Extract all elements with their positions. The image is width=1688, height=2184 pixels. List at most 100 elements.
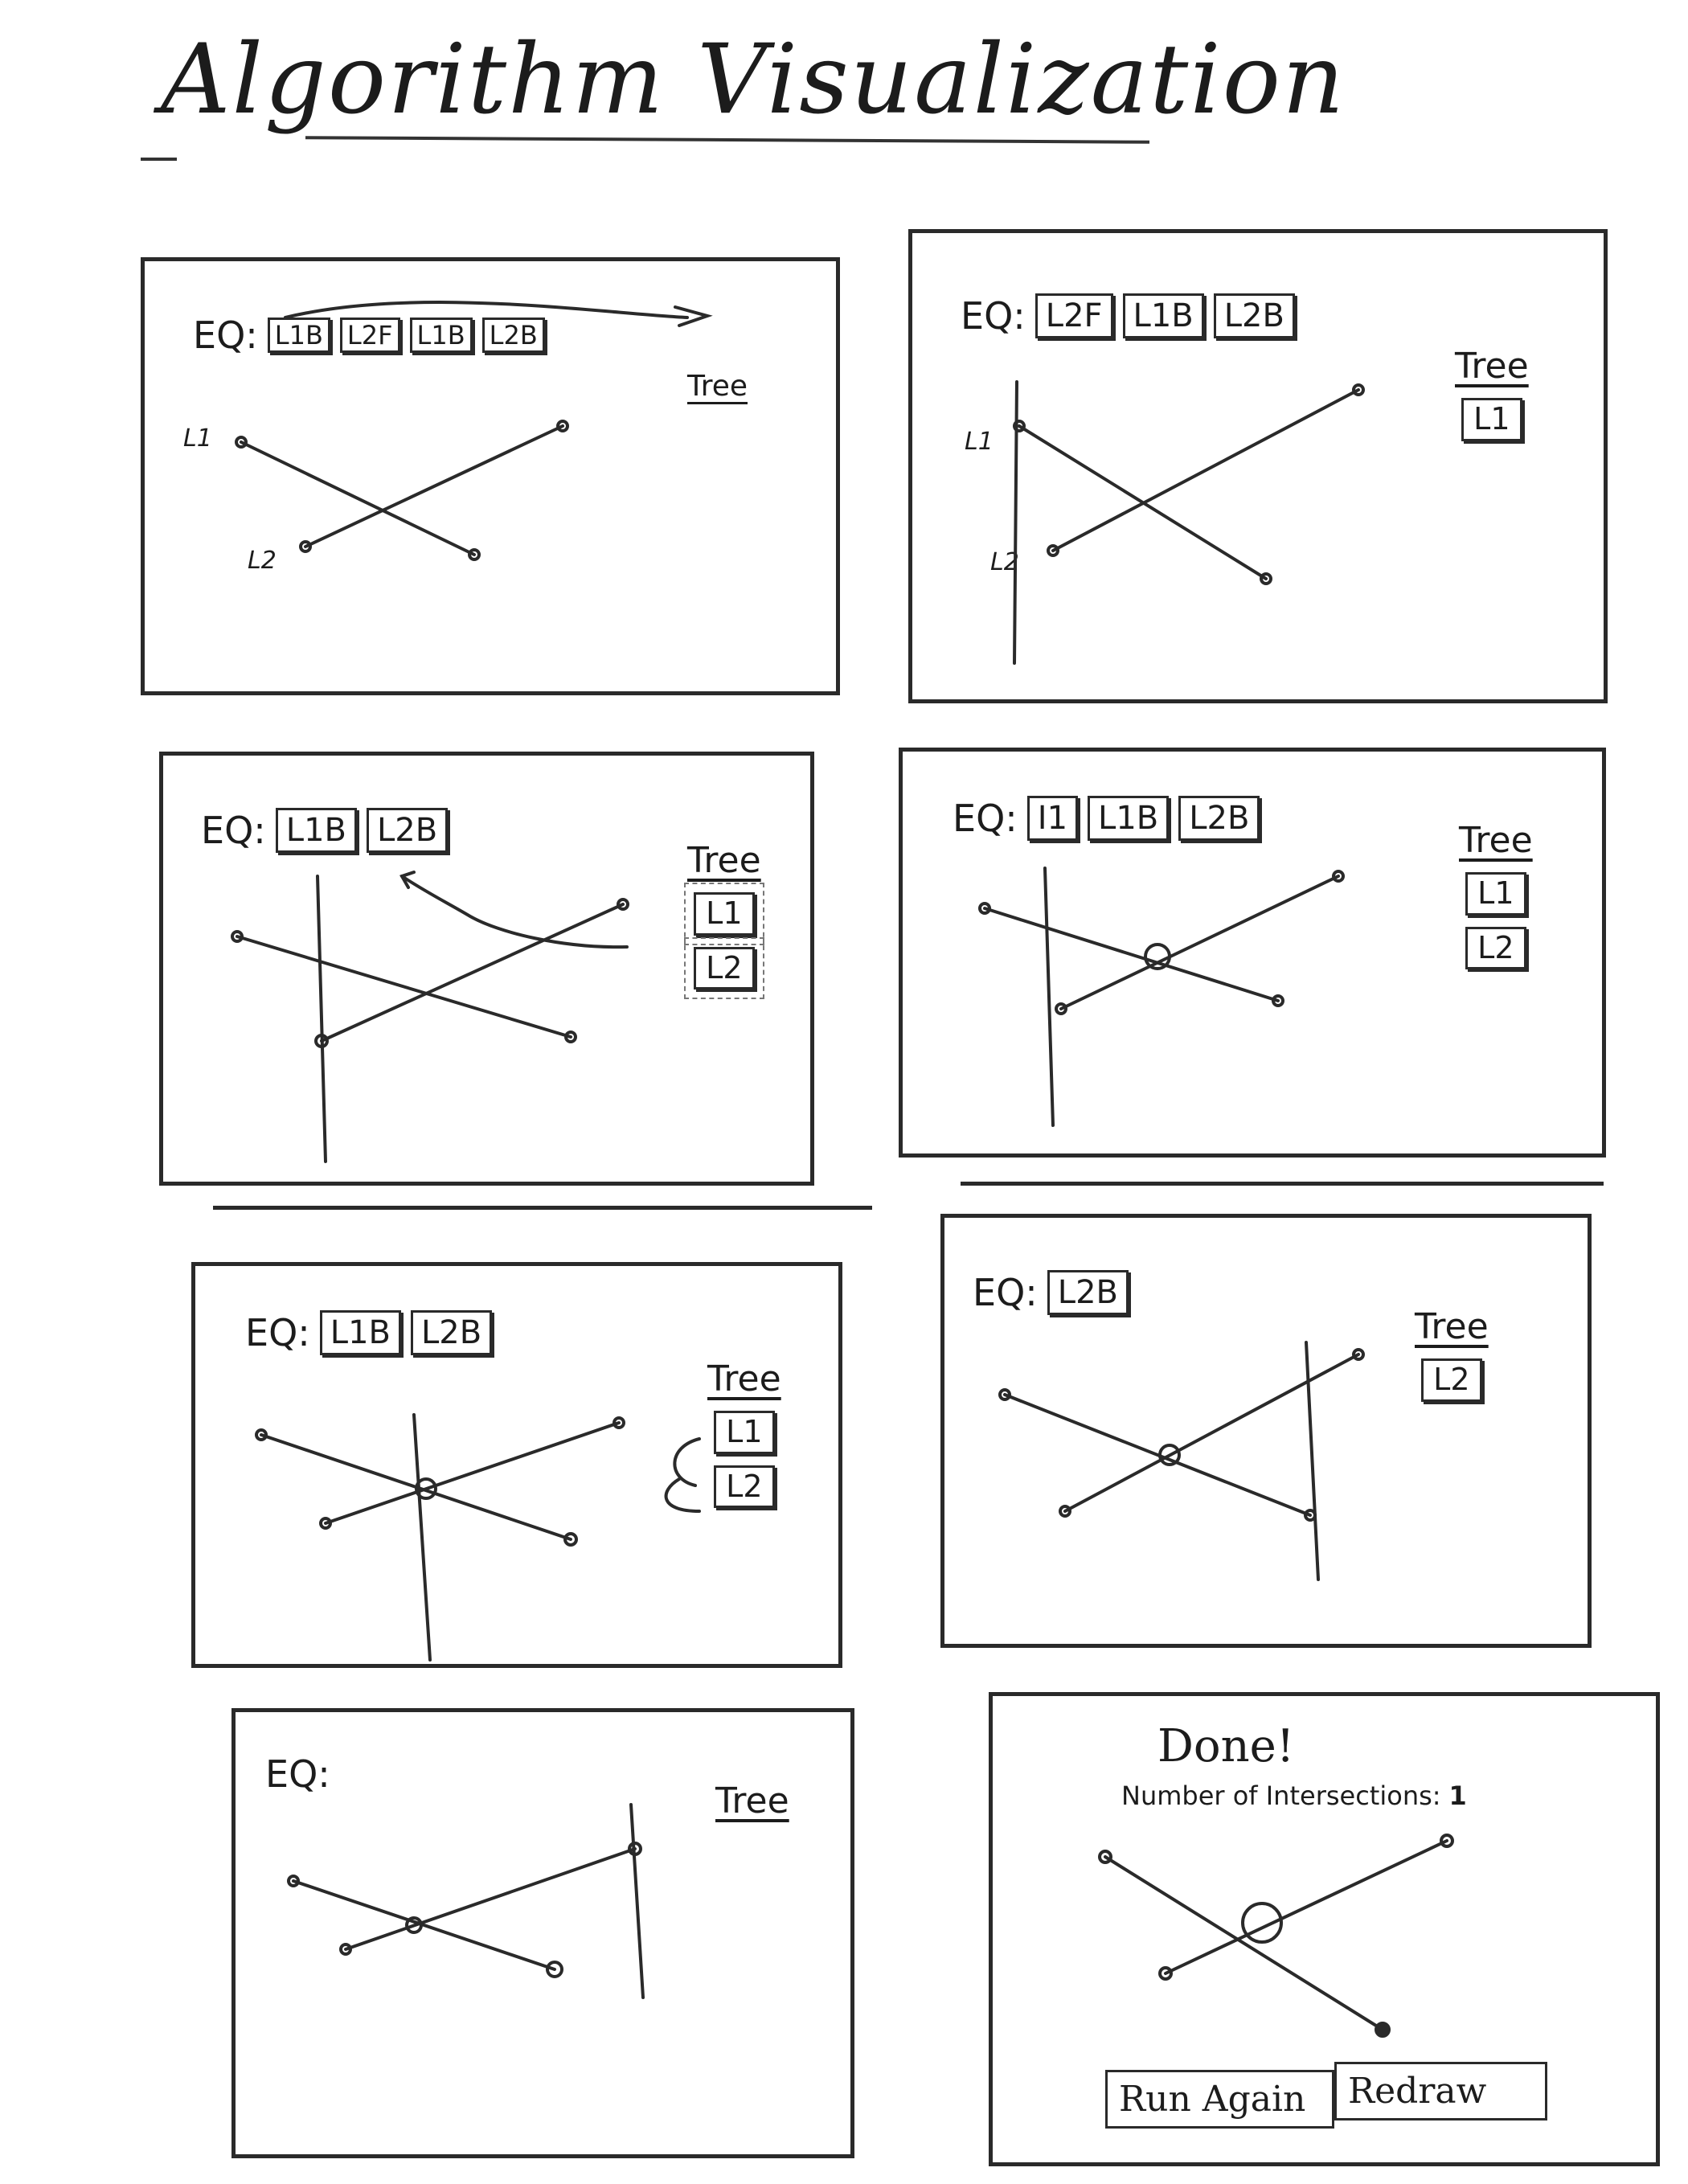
endpoint bbox=[1260, 572, 1272, 585]
eq-label: EQ: bbox=[201, 809, 266, 852]
segment-l1 bbox=[983, 907, 1280, 1002]
tree-label: Tree bbox=[715, 1780, 789, 1821]
endpoint bbox=[319, 1517, 332, 1530]
endpoint bbox=[1440, 1834, 1454, 1848]
queue-item: L2F bbox=[339, 317, 400, 354]
segment-l2 bbox=[320, 903, 625, 1043]
panel-2-frame bbox=[908, 229, 1608, 703]
endpoint bbox=[339, 1943, 352, 1956]
segment-l2 bbox=[1059, 875, 1340, 1010]
eq-label: EQ: bbox=[961, 294, 1026, 338]
panel-3-baseline bbox=[213, 1206, 872, 1210]
panel-3-event-queue: EQ: L1B L2B bbox=[201, 808, 449, 853]
queue-item: L1B bbox=[319, 1310, 401, 1355]
queue-arrow bbox=[284, 301, 689, 319]
intersection-count-label: Number of Intersections: bbox=[1121, 1780, 1441, 1811]
endpoint bbox=[255, 1428, 268, 1441]
segment-l2 bbox=[344, 1847, 637, 1951]
queue-item: L2B bbox=[410, 1310, 493, 1355]
queue-item: L1B bbox=[275, 808, 357, 853]
endpoint bbox=[1332, 870, 1345, 883]
intersection-marker bbox=[405, 1916, 423, 1934]
tree-node: L1 bbox=[1465, 872, 1526, 916]
endpoint bbox=[546, 1961, 563, 1978]
tree-label: Tree bbox=[1455, 346, 1529, 387]
intersection-marker bbox=[415, 1477, 437, 1500]
sweep-line bbox=[1043, 867, 1055, 1127]
tree-label: Tree bbox=[1415, 1306, 1489, 1347]
line-label-l2: L2 bbox=[248, 547, 277, 575]
endpoint bbox=[1013, 420, 1026, 432]
queue-arrow-head bbox=[674, 305, 713, 327]
queue-item: L2B bbox=[1178, 796, 1260, 841]
segment-l2 bbox=[1051, 388, 1360, 552]
queue-item: L2B bbox=[481, 317, 545, 354]
swap-arrow bbox=[664, 1477, 701, 1513]
queue-item: L1B bbox=[1122, 293, 1204, 338]
endpoint bbox=[299, 540, 312, 553]
tree-node: L2 bbox=[1465, 926, 1526, 970]
run-again-button[interactable]: Run Again bbox=[1105, 2070, 1334, 2129]
panel-3-frame bbox=[159, 752, 814, 1186]
panel-4-frame bbox=[899, 748, 1606, 1158]
page-title: Algorithm Visualization bbox=[161, 24, 1346, 136]
queue-item: L2F bbox=[1035, 293, 1113, 338]
tree-label: Tree bbox=[687, 370, 748, 403]
endpoint bbox=[1272, 994, 1284, 1007]
tree-label: Tree bbox=[707, 1358, 781, 1399]
eq-label: EQ: bbox=[193, 313, 258, 357]
eq-label: EQ: bbox=[245, 1311, 310, 1354]
line-label-l1: L1 bbox=[965, 428, 994, 456]
panel-8-frame bbox=[989, 1692, 1660, 2166]
panel-7-frame bbox=[231, 1708, 854, 2158]
tree-node: L2 bbox=[714, 1465, 775, 1509]
endpoint bbox=[613, 1416, 625, 1429]
endpoint bbox=[1304, 1509, 1317, 1522]
sweep-line bbox=[629, 1803, 645, 1999]
tree-node: L2 bbox=[684, 936, 764, 1000]
tree-node: L2 bbox=[1421, 1358, 1482, 1402]
segment-l1 bbox=[236, 935, 572, 1039]
endpoint bbox=[231, 930, 244, 943]
line-label-l1: L1 bbox=[183, 424, 212, 453]
tree-node: L1 bbox=[714, 1411, 775, 1454]
panel-2-tree: Tree L1 bbox=[1455, 346, 1529, 441]
panel-3-tree: Tree L1 L2 bbox=[684, 840, 764, 1000]
segment-l1 bbox=[292, 1879, 556, 1971]
panel-6-tree: Tree L2 bbox=[1415, 1306, 1489, 1402]
segment-l2 bbox=[1063, 1353, 1360, 1513]
endpoint bbox=[468, 548, 481, 561]
endpoint bbox=[1158, 1966, 1173, 1981]
segment-l2 bbox=[324, 1421, 621, 1525]
panel-6-event-queue: EQ: L2B bbox=[973, 1270, 1129, 1315]
intersection-marker bbox=[1241, 1902, 1283, 1944]
panel-6-frame bbox=[940, 1214, 1592, 1648]
panel-1-event-queue: EQ: L1B L2F L1B L2B bbox=[193, 313, 545, 357]
segment-l1 bbox=[240, 440, 476, 556]
move-arrow bbox=[400, 875, 629, 949]
intersection-count-value: 1 bbox=[1448, 1780, 1467, 1811]
queue-item: L1B bbox=[1088, 796, 1170, 841]
intersection-count: Number of Intersections:1 bbox=[1121, 1780, 1467, 1811]
endpoint bbox=[1375, 2022, 1391, 2038]
endpoint bbox=[1098, 1850, 1112, 1864]
intersection-marker bbox=[1158, 1444, 1181, 1466]
panel-4-tree: Tree L1 L2 bbox=[1459, 820, 1533, 970]
endpoint bbox=[998, 1388, 1011, 1401]
tree-node: L1 bbox=[1461, 398, 1522, 441]
queue-item: L1B bbox=[267, 317, 330, 354]
redraw-button[interactable]: Redraw bbox=[1334, 2062, 1547, 2120]
endpoint bbox=[314, 1034, 329, 1048]
panel-2-event-queue: EQ: L2F L1B L2B bbox=[961, 293, 1295, 338]
eq-label: EQ: bbox=[953, 797, 1018, 840]
sweep-line bbox=[412, 1413, 432, 1662]
panel-1-frame bbox=[141, 257, 840, 695]
endpoint bbox=[564, 1031, 577, 1043]
panel-4-baseline bbox=[961, 1182, 1604, 1186]
intersection-marker bbox=[1144, 943, 1171, 970]
panel-4-event-queue: EQ: I1 L1B L2B bbox=[953, 796, 1260, 841]
segment-l2 bbox=[1164, 1839, 1448, 1975]
tree-node: L1 bbox=[684, 883, 764, 945]
endpoint bbox=[1055, 1002, 1067, 1015]
